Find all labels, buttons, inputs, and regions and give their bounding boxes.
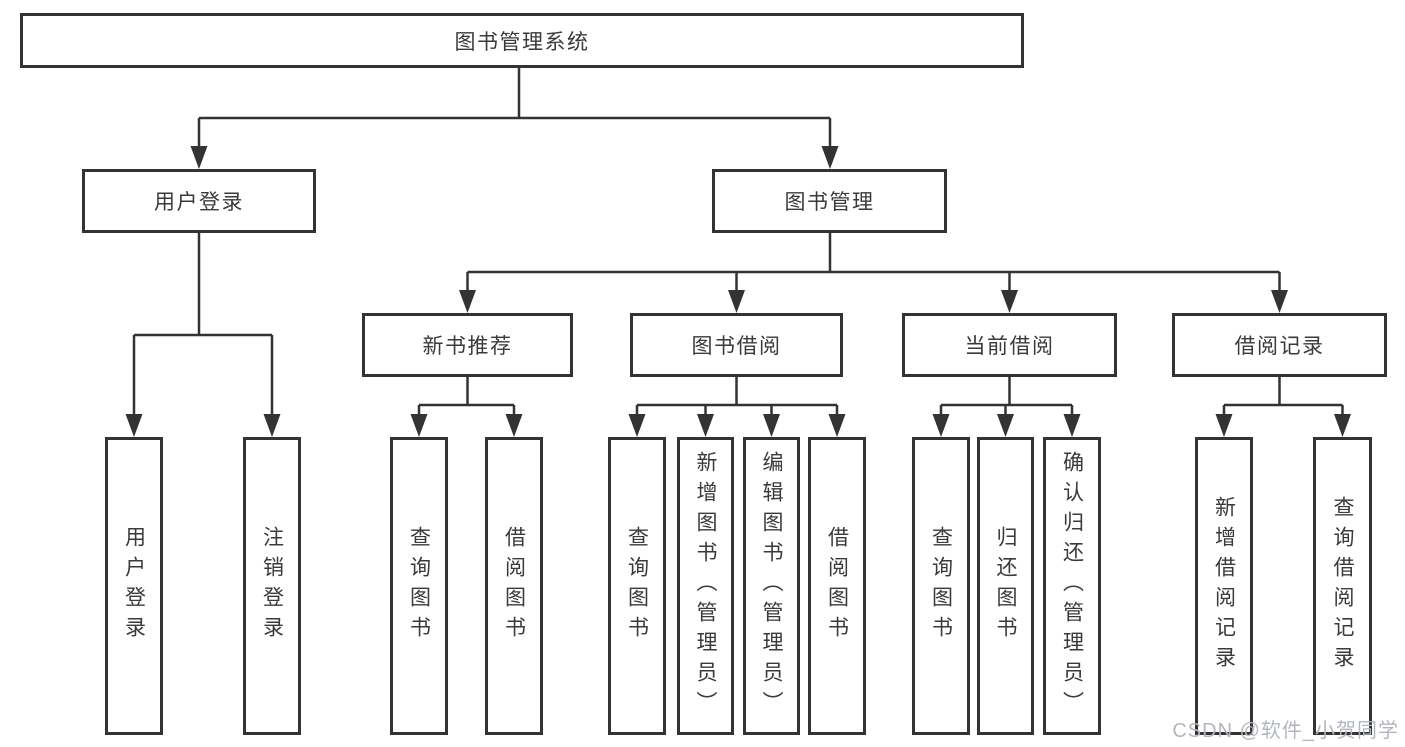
node-current-borrow-label: 当前借阅 — [964, 335, 1055, 358]
leaf-logout: 注销登录 — [243, 437, 301, 735]
leaf-return-books: 归还图书 — [977, 437, 1034, 735]
connector-user-login-children — [125, 233, 281, 437]
leaf-user-login-label: 用户登录 — [122, 526, 146, 646]
leaf-current-query-books: 查询图书 — [912, 437, 970, 735]
connector-root-to-level2 — [190, 68, 839, 169]
leaf-newbook-query-books-label: 查询图书 — [407, 526, 431, 646]
leaf-user-login: 用户登录 — [105, 437, 163, 735]
connector-book-borrow-children — [628, 377, 846, 437]
csdn-watermark: CSDN @软件_小贺同学 — [1172, 720, 1399, 742]
node-current-borrow: 当前借阅 — [902, 313, 1117, 377]
node-root-system: 图书管理系统 — [20, 13, 1024, 68]
connector-book-mgmt-children — [459, 233, 1288, 313]
node-borrow-record: 借阅记录 — [1172, 313, 1387, 377]
node-book-management-label: 图书管理 — [784, 191, 875, 214]
leaf-borrow-query-books: 查询图书 — [608, 437, 666, 735]
connector-new-book-children — [410, 377, 523, 437]
connector-current-borrow-children — [932, 377, 1081, 437]
leaf-borrow-query-books-label: 查询图书 — [625, 526, 649, 646]
node-user-login-label: 用户登录 — [154, 191, 244, 214]
leaf-add-books-admin: 新增图书（管理员） — [677, 437, 734, 735]
leaf-current-query-books-label: 查询图书 — [929, 526, 953, 646]
node-book-borrow: 图书借阅 — [630, 313, 843, 377]
leaf-newbook-borrow-books-label: 借阅图书 — [502, 526, 526, 646]
leaf-newbook-query-books: 查询图书 — [390, 437, 448, 735]
node-borrow-record-label: 借阅记录 — [1234, 335, 1325, 358]
leaf-confirm-return-admin-label: 确认归还（管理员） — [1060, 451, 1084, 721]
node-root-system-label: 图书管理系统 — [454, 30, 590, 54]
leaf-add-borrow-record: 新增借阅记录 — [1195, 437, 1253, 735]
leaf-add-borrow-record-label: 新增借阅记录 — [1212, 496, 1236, 676]
connector-borrow-record-children — [1215, 377, 1351, 437]
leaf-borrow-borrow-books-label: 借阅图书 — [825, 526, 849, 646]
node-book-management: 图书管理 — [712, 169, 947, 233]
leaf-logout-label: 注销登录 — [260, 526, 284, 646]
leaf-query-borrow-record-label: 查询借阅记录 — [1331, 496, 1354, 676]
leaf-edit-books-admin: 编辑图书（管理员） — [743, 437, 800, 735]
node-new-book-recommend-label: 新书推荐 — [422, 335, 513, 358]
node-user-login: 用户登录 — [82, 169, 316, 233]
leaf-add-books-admin-label: 新增图书（管理员） — [694, 451, 717, 721]
leaf-confirm-return-admin: 确认归还（管理员） — [1043, 437, 1101, 735]
leaf-borrow-borrow-books: 借阅图书 — [808, 437, 866, 735]
leaf-newbook-borrow-books: 借阅图书 — [485, 437, 543, 735]
node-book-borrow-label: 图书借阅 — [691, 335, 782, 358]
leaf-return-books-label: 归还图书 — [994, 526, 1017, 646]
leaf-edit-books-admin-label: 编辑图书（管理员） — [760, 451, 783, 721]
leaf-query-borrow-record: 查询借阅记录 — [1313, 437, 1372, 735]
node-new-book-recommend: 新书推荐 — [362, 313, 573, 377]
